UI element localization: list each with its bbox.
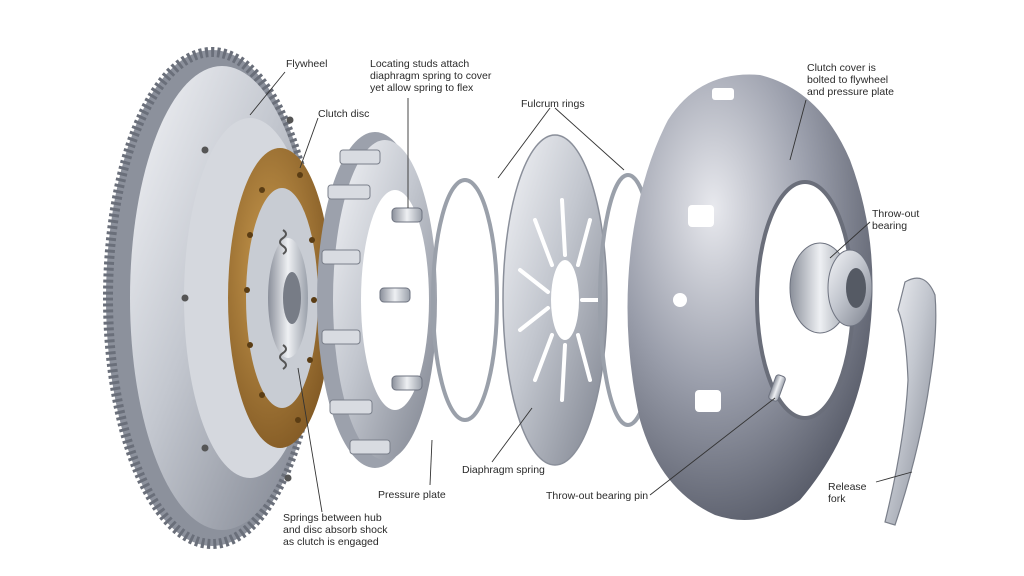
label-throwout-bearing-pin: Throw-out bearing pin xyxy=(546,490,649,502)
fulcrum-ring-front xyxy=(431,178,499,422)
leader-lines xyxy=(249,71,913,513)
label-clutch-disc: Clutch disc xyxy=(318,108,370,120)
label-locating-studs: Locating studs attach diaphragm spring t… xyxy=(370,58,492,94)
label-springs-hub: Springs between hub and disc absorb shoc… xyxy=(283,512,388,548)
label-diaphragm-spring: Diaphragm spring xyxy=(462,464,545,476)
diaphragm-spring xyxy=(502,134,608,466)
label-flywheel: Flywheel xyxy=(286,58,328,70)
hub-springs xyxy=(279,229,287,370)
label-release-fork: Release fork xyxy=(828,481,867,505)
label-throwout-bearing: Throw-out bearing xyxy=(872,208,920,232)
label-clutch-cover: Clutch cover is bolted to flywheel and p… xyxy=(807,62,894,98)
label-pressure-plate: Pressure plate xyxy=(378,489,446,501)
locating-studs xyxy=(379,207,423,391)
throwout-bearing xyxy=(789,242,873,334)
pressure-plate xyxy=(317,132,437,468)
clutch-disc xyxy=(228,148,332,448)
release-fork xyxy=(884,277,937,526)
label-fulcrum-rings: Fulcrum rings xyxy=(521,98,585,110)
